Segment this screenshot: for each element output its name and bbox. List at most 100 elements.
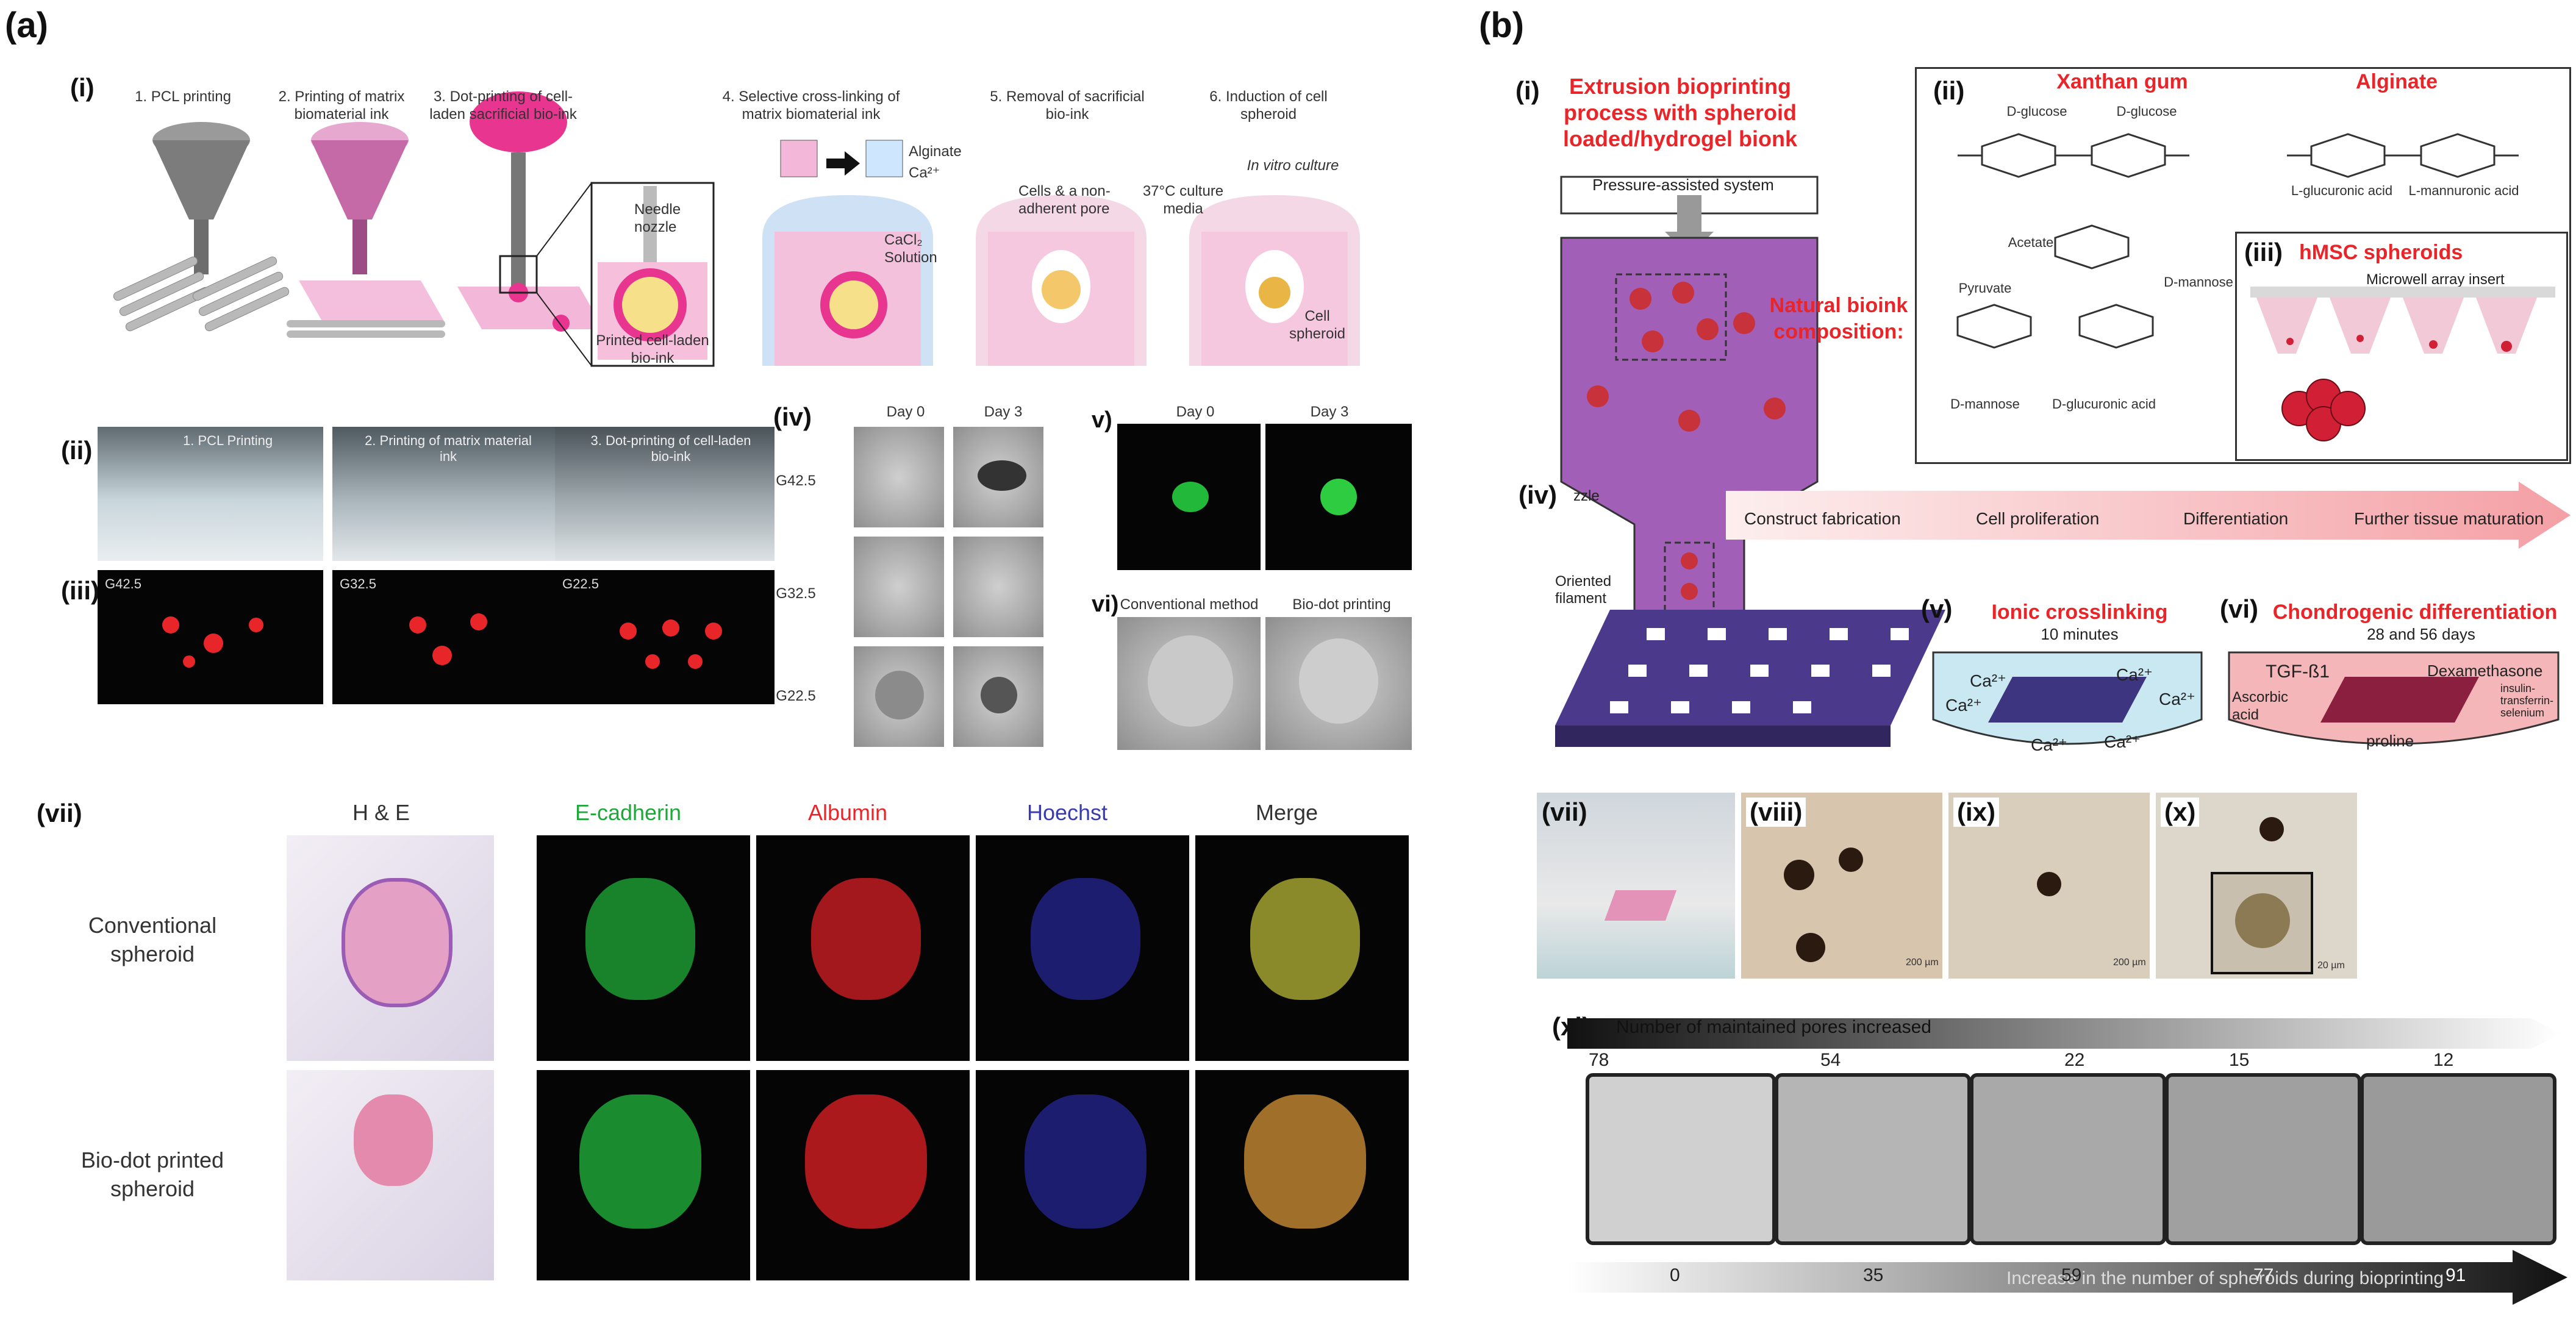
alginate-label: Alginate xyxy=(909,143,962,160)
panel-b-i-label: (i) xyxy=(1515,76,1540,105)
chemistry-box xyxy=(1915,67,2571,464)
polysaccharide-structures xyxy=(1956,133,2519,349)
iv-day3-header: Day 3 xyxy=(984,404,1023,420)
ionic-title: Ionic crosslinking xyxy=(1991,601,2168,624)
v-day3-image xyxy=(1265,424,1412,570)
iv-row-g32-5: G32.5 xyxy=(776,585,816,602)
vii-he-header: H & E xyxy=(352,800,410,825)
ecad-biodot xyxy=(537,1070,750,1280)
construct-59-spheroids xyxy=(1970,1073,2166,1245)
confocal-g32-5-label: G32.5 xyxy=(340,576,376,591)
pores-4: 12 xyxy=(2433,1050,2454,1070)
sugar-label-7: L-glucuronic acid xyxy=(2291,183,2393,198)
nozzle-label: zzle xyxy=(1573,488,1600,504)
ion-4: Ca²⁺ xyxy=(2031,735,2067,754)
panel-a-vi-label: vi) xyxy=(1092,591,1119,617)
merge-conventional xyxy=(1195,835,1409,1061)
confocal-g22-5-label: G22.5 xyxy=(562,576,599,591)
ecad-conventional xyxy=(537,835,750,1061)
photo-dot-caption: 3. Dot-printing of cell-laden bio-ink xyxy=(590,433,751,464)
factor-1: Dexamethasone xyxy=(2427,662,2543,680)
microscopy-x: (x) 20 µm xyxy=(2156,793,2357,979)
construct-0-spheroids xyxy=(1586,1073,1776,1245)
photo-matrix-caption: 2. Printing of matrix material ink xyxy=(365,433,532,464)
printed-scaffold-illustration xyxy=(1555,610,1945,747)
vi-conventional-header: Conventional method xyxy=(1120,596,1259,613)
chondro-time: 28 and 56 days xyxy=(2367,625,2475,643)
panel-a-v-label: v) xyxy=(1092,407,1112,433)
needle-nozzle-label: Needle nozzle xyxy=(634,201,681,235)
printing-schematic xyxy=(113,91,1360,367)
construct-35-spheroids xyxy=(1775,1073,1971,1245)
in-vitro-label: In vitro culture xyxy=(1247,157,1339,174)
scale-x: 20 µm xyxy=(2317,960,2345,971)
chondro-bath-illustration xyxy=(2228,651,2560,745)
step-2-label: 2. Printing of matrix biomaterial ink xyxy=(278,88,405,123)
spheroids-4: 91 xyxy=(2445,1265,2466,1285)
v-day0-header: Day 0 xyxy=(1176,404,1215,420)
v-day0-image xyxy=(1117,424,1261,570)
step-5-label: 5. Removal of sacrificial bio-ink xyxy=(990,88,1145,123)
factor-0: TGF-ß1 xyxy=(2266,662,2330,682)
composition-label: Natural bioink composition: xyxy=(1769,294,1908,343)
panel-b-vi-label: (vi) xyxy=(2220,594,2258,623)
vi-biodot-sem xyxy=(1265,617,1412,750)
microscopy-ix: (ix) 200 µm xyxy=(1948,793,2150,979)
cells-pore-label: Cells & a non-adherent pore xyxy=(1018,183,1111,217)
he-conventional xyxy=(287,835,494,1061)
sugar-label-5: D-mannose xyxy=(1950,396,2020,412)
spheroids-1: 35 xyxy=(1863,1265,1884,1285)
pores-0: 78 xyxy=(1589,1050,1609,1070)
vi-biodot-header: Bio-dot printing xyxy=(1292,596,1391,613)
spheroids-0: 0 xyxy=(1670,1265,1680,1285)
albumin-conventional xyxy=(756,835,970,1061)
confocal-g42-5-label: G42.5 xyxy=(105,576,141,591)
panel-a-iv-label: (iv) xyxy=(773,402,812,431)
cell-spheroid-label: Cell spheroid xyxy=(1289,308,1346,342)
vii-albumin-header: Albumin xyxy=(807,800,888,825)
scale-viii: 200 µm xyxy=(1906,957,1939,968)
ionic-time: 10 minutes xyxy=(2041,625,2119,643)
sugar-label-2: Acetate xyxy=(2008,235,2054,250)
sacrificial-removal-illustration xyxy=(976,195,1147,366)
merge-biodot xyxy=(1195,1070,1409,1280)
iv-g22-day3 xyxy=(953,646,1043,747)
sugar-label-1: D-glucose xyxy=(2116,104,2177,119)
photo-pcl-printing: 1. PCL Printing xyxy=(98,427,323,561)
ion-2: Ca²⁺ xyxy=(2116,665,2153,684)
pcl-funnel-illustration xyxy=(113,122,290,332)
step-3-label: 3. Dot-printing of cell-laden sacrificia… xyxy=(429,88,577,123)
maturation-arrow xyxy=(1726,482,2571,549)
confocal-g42-5: G42.5 xyxy=(98,570,323,704)
confocal-g32-5: G32.5 xyxy=(332,570,558,704)
construct-77-spheroids xyxy=(2165,1073,2361,1245)
ionic-bath-illustration xyxy=(1932,651,2203,745)
pressure-label: Pressure-assisted system xyxy=(1592,176,1774,194)
microwell-label: Microwell array insert xyxy=(2366,271,2505,288)
photo-matrix-printing: 2. Printing of matrix material ink xyxy=(332,427,558,561)
panel-a-vii-label: (vii) xyxy=(37,799,82,827)
culture-media-label: 37°C culture media xyxy=(1142,183,1224,217)
stage-0: Construct fabrication xyxy=(1744,509,1901,528)
hoechst-conventional xyxy=(976,835,1189,1061)
ca-label: Ca²⁺ xyxy=(909,165,940,181)
sugar-label-4: D-mannose xyxy=(2164,274,2233,290)
sugar-label-8: L-mannuronic acid xyxy=(2408,183,2519,198)
extrusion-bioprinter-illustration xyxy=(1560,176,1819,715)
pores-2: 22 xyxy=(2064,1050,2085,1070)
filament-label: Oriented filament xyxy=(1555,573,1612,607)
spheroid-induction-illustration xyxy=(1189,195,1360,366)
iv-row-g42-5: G42.5 xyxy=(776,473,816,489)
microscopy-viii: (viii) 200 µm xyxy=(1741,793,1942,979)
stage-3: Further tissue maturation xyxy=(2354,509,2544,528)
construct-91-spheroids xyxy=(2360,1073,2556,1245)
panel-b-v-label: (v) xyxy=(1921,594,1953,623)
photo-dot-printing: 3. Dot-printing of cell-laden bio-ink xyxy=(555,427,775,561)
vii-ecadherin-header: E-cadherin xyxy=(574,800,682,825)
microwell-illustration xyxy=(2250,287,2555,441)
stage-2: Differentiation xyxy=(2183,509,2289,528)
printed-bioink-label: Printed cell-laden bio-ink xyxy=(596,332,709,366)
v-day3-header: Day 3 xyxy=(1310,404,1349,420)
sugar-label-0: D-glucose xyxy=(2006,104,2067,119)
construct-photo: (vii) xyxy=(1537,793,1735,979)
